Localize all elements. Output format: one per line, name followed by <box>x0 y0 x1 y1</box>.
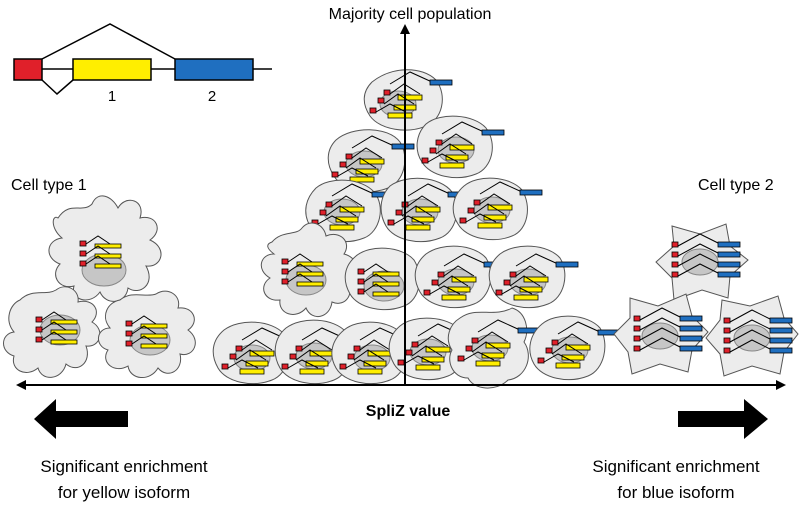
yellow-enrichment-line-2: for yellow isoform <box>58 483 190 502</box>
y-axis-label: Majority cell population <box>329 6 492 23</box>
gene-exon-skip-junction <box>41 23 176 60</box>
exon-label-2: 2 <box>208 88 216 105</box>
majority-population-cluster <box>212 69 621 389</box>
axes <box>16 24 786 390</box>
blue-enrichment-line-2: for blue isoform <box>617 483 734 502</box>
yellow-enrichment-line-1: Significant enrichment <box>40 457 208 476</box>
exon-red <box>13 58 43 81</box>
x-axis-label: SpliZ value <box>366 403 451 420</box>
cell-type-2-cluster <box>613 223 799 377</box>
exon-blue <box>174 58 254 81</box>
exon-yellow <box>72 58 152 81</box>
exon-label-1: 1 <box>108 88 116 105</box>
cell-type-1-cluster <box>3 195 196 378</box>
gene-model: 1 2 <box>13 23 272 105</box>
cell-type-1-label: Cell type 1 <box>11 177 87 194</box>
gene-inclusion-junction <box>41 79 74 96</box>
dendritic-cell <box>48 195 162 302</box>
blue-enrichment-arrow <box>678 399 768 439</box>
cell-type-2-label: Cell type 2 <box>698 177 774 194</box>
yellow-enrichment-arrow <box>34 399 128 439</box>
blue-enrichment-line-1: Significant enrichment <box>592 457 760 476</box>
nucleus <box>81 253 127 287</box>
